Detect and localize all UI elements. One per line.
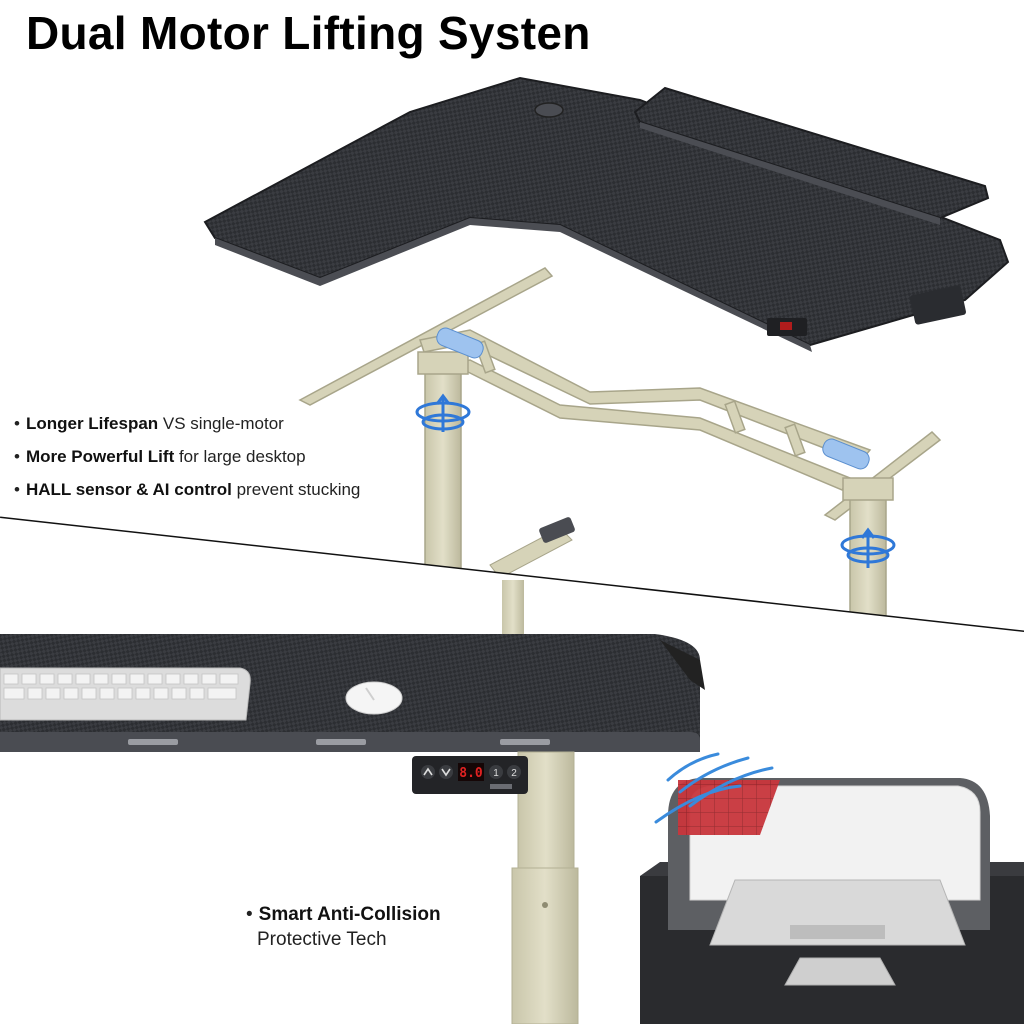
side-hook xyxy=(910,285,966,325)
preset-2-label: 2 xyxy=(511,768,517,779)
printer-icon xyxy=(668,778,990,986)
preset-1-label: 1 xyxy=(493,768,499,779)
feature-rest: prevent stucking xyxy=(231,480,361,499)
mouse-icon xyxy=(345,681,403,715)
up-arrow-icon xyxy=(421,765,435,779)
collision-sub: Protective Tech xyxy=(257,929,387,950)
feature-rest: VS single-motor xyxy=(158,414,284,433)
page-title: Dual Motor Lifting Systen xyxy=(26,7,591,59)
brand-marks xyxy=(128,739,550,745)
feature-bold: More Powerful Lift xyxy=(25,447,175,466)
monitor-shelf xyxy=(633,86,990,225)
lift-arrows-icon xyxy=(415,393,896,568)
bullet-icon: • xyxy=(14,414,20,433)
bullet-icon: • xyxy=(14,480,20,499)
motor-right xyxy=(822,438,870,470)
keyboard xyxy=(0,667,251,721)
feature-bold: Longer Lifespan xyxy=(25,414,159,433)
foot-stub xyxy=(489,517,575,579)
cable-grommet xyxy=(534,102,564,118)
upper-control-panel xyxy=(767,318,807,336)
down-arrow-icon xyxy=(439,765,453,779)
collision-bold: Smart Anti-Collision xyxy=(258,904,441,925)
control-panel: 8.0 1 2 xyxy=(412,756,528,794)
feature-item: • HALL sensor & AI control prevent stucki… xyxy=(14,478,360,501)
anti-collision-caption: •Smart Anti-Collision Protective Tech xyxy=(246,902,441,952)
bullet-icon: • xyxy=(246,904,253,925)
bullet-icon: • xyxy=(14,447,20,466)
signal-waves-icon xyxy=(654,752,774,824)
l-shaped-desktop xyxy=(203,76,1010,352)
feature-item: • More Powerful Lift for large desktop xyxy=(14,445,360,468)
motor-left xyxy=(436,327,484,359)
feature-bold: HALL sensor & AI control xyxy=(25,480,232,499)
feature-item: • Longer Lifespan VS single-motor xyxy=(14,412,360,435)
feature-list: • Longer Lifespan VS single-motor • More P… xyxy=(14,412,360,511)
height-display: 8.0 xyxy=(459,766,483,781)
lifting-frame xyxy=(298,267,942,617)
feature-rest: for large desktop xyxy=(174,447,306,466)
